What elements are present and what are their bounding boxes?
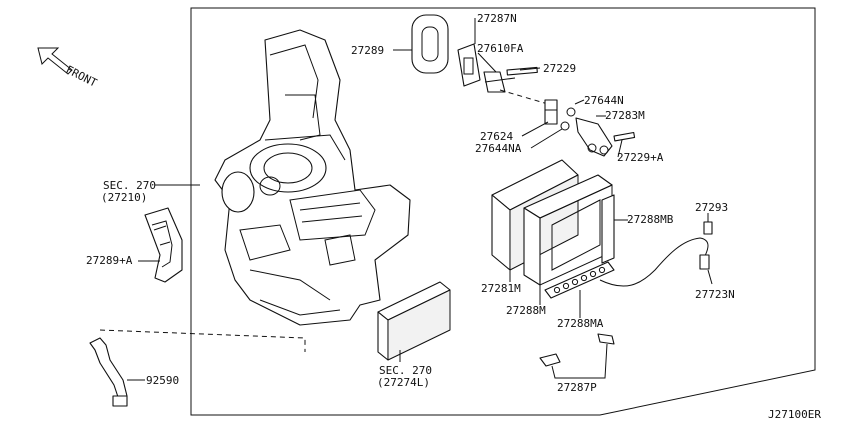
callout-27610FA: 27610FA bbox=[477, 42, 524, 55]
callout-27644N: 27644N bbox=[584, 94, 624, 107]
leader-27624 bbox=[521, 121, 549, 137]
leader-27229 bbox=[519, 67, 541, 71]
callout-27281M: 27281M bbox=[481, 282, 521, 295]
part-27287P-brackets bbox=[539, 333, 615, 367]
part-27229A-bolt bbox=[613, 131, 636, 142]
callout-27723N: 27723N bbox=[695, 288, 735, 301]
part-27289-seal bbox=[411, 14, 449, 74]
part-27644NA-oring bbox=[560, 121, 570, 131]
part-27288MB-seal bbox=[601, 194, 615, 264]
leader-27287P bbox=[551, 343, 608, 379]
part-27289A-seal bbox=[144, 207, 183, 283]
part-27283M-pipe bbox=[575, 117, 613, 157]
callout-27289A: 27289+A bbox=[86, 254, 133, 267]
front-arrow-icon bbox=[37, 47, 73, 75]
callout-sec270-27210-line2: (27210) bbox=[101, 191, 147, 204]
callout-27287P: 27287P bbox=[557, 381, 597, 394]
leader-27723N bbox=[707, 269, 713, 285]
part-27610FA-fitting bbox=[483, 71, 549, 105]
part-27644N-oring bbox=[566, 107, 576, 117]
part-27274L-filter bbox=[377, 281, 451, 361]
diagram-code: J27100ER bbox=[768, 408, 821, 421]
callout-27288MB: 27288MB bbox=[627, 213, 674, 226]
assembly-boundary bbox=[190, 7, 816, 416]
part-92590-drain-hose bbox=[89, 329, 306, 407]
callout-27229: 27229 bbox=[543, 62, 576, 75]
part-27288MA-seal bbox=[544, 261, 615, 299]
callout-27624: 27624 bbox=[480, 130, 513, 143]
callout-27229A: 27229+A bbox=[617, 151, 664, 164]
part-27293-sensor bbox=[703, 221, 713, 235]
leader-27229A bbox=[617, 139, 623, 158]
callout-27287N: 27287N bbox=[477, 12, 517, 25]
leader-27644N bbox=[574, 99, 585, 105]
callout-sec270-27210-line1: SEC. 270 bbox=[103, 179, 156, 192]
callout-92590: 92590 bbox=[146, 374, 179, 387]
callout-27288MA: 27288MA bbox=[557, 317, 604, 330]
part-27723N-harness bbox=[599, 237, 710, 287]
front-label: FRONT bbox=[64, 63, 100, 90]
callout-27288M: 27288M bbox=[506, 304, 546, 317]
callout-27289: 27289 bbox=[351, 44, 384, 57]
callout-sec270-27274L-line1: SEC. 270 bbox=[379, 364, 432, 377]
leader-27644NA bbox=[530, 128, 563, 149]
heater-blower-unit bbox=[214, 29, 411, 326]
callout-27644NA: 27644NA bbox=[475, 142, 522, 155]
part-27287N-grommet bbox=[457, 43, 481, 87]
callout-27283M: 27283M bbox=[605, 109, 645, 122]
callout-sec270-27274L-line2: (27274L) bbox=[377, 376, 430, 389]
callout-27293: 27293 bbox=[695, 201, 728, 214]
leader-27610FA bbox=[477, 52, 497, 73]
part-27624-valve bbox=[544, 99, 558, 125]
